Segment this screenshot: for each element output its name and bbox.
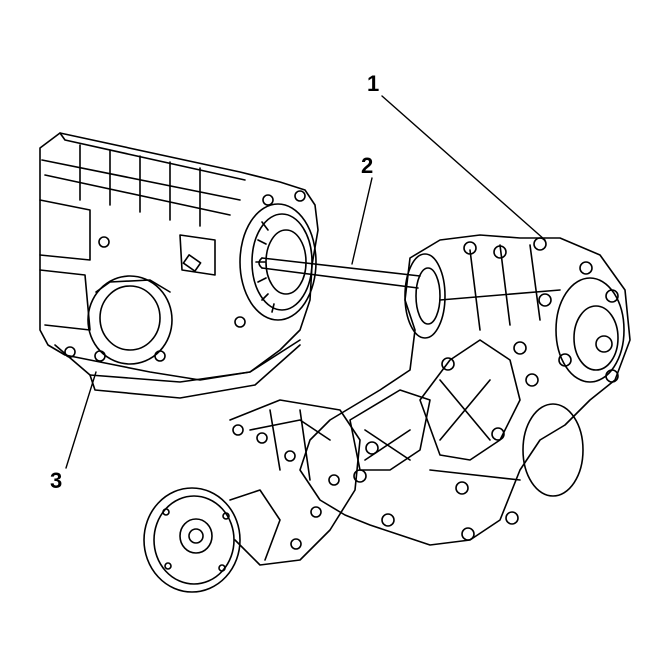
intermediate-shaft [258, 257, 421, 289]
callout-label-2: 2 [361, 153, 374, 178]
transfer-case [299, 234, 631, 546]
leader-lines [65, 95, 546, 469]
callout-label-3: 3 [50, 468, 63, 493]
transmission [39, 132, 319, 399]
leader-line-1 [381, 95, 546, 241]
leader-line-2 [351, 177, 373, 265]
callout-label-1: 1 [367, 71, 380, 96]
front-output-yoke [143, 399, 361, 593]
leader-line-3 [65, 371, 97, 469]
